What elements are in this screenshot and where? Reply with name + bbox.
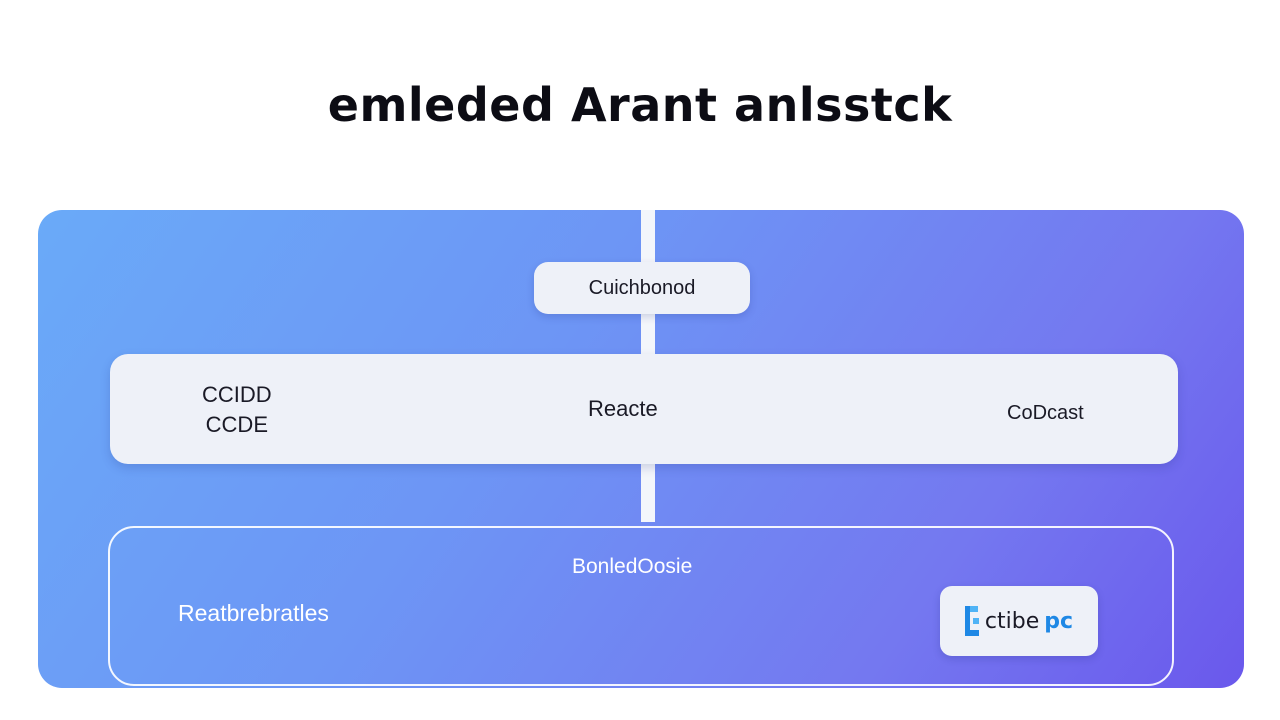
logo-card: ctibe pc (940, 586, 1098, 656)
bottom-left-label: Reatbrebratles (178, 600, 329, 626)
bottom-layer-box (108, 526, 1174, 686)
bottom-layer-title: BonledOosie (572, 555, 693, 578)
logo-mark-icon (964, 606, 983, 636)
top-node: Cuichbonod (534, 262, 750, 314)
middle-left-line-2: CCDE (205, 412, 268, 437)
middle-right-label: CoDcast (1007, 402, 1084, 424)
logo-accent-text: pc (1044, 608, 1074, 634)
middle-left-line-1: CCIDD (202, 382, 272, 407)
middle-center-label: Reacte (588, 396, 658, 421)
logo-text: ctibe (984, 608, 1040, 634)
middle-left-group: CCIDD CCDE (202, 380, 272, 440)
page-title: emleded Arant anlsstck (327, 78, 953, 132)
top-node-label: Cuichbonod (588, 276, 696, 299)
middle-layer-bar: CCIDD CCDE Reacte CoDcast (110, 354, 1178, 464)
